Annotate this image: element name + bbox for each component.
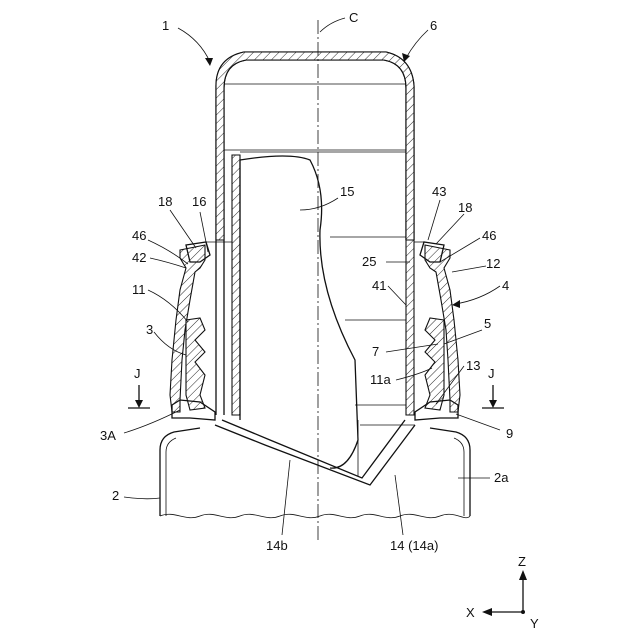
reference-labels: 1 C 6 15 18 16 46 42 11 3 J 3A 2 14b 14 … bbox=[100, 10, 513, 553]
section-marker-left bbox=[128, 385, 150, 408]
label-2: 2 bbox=[112, 488, 119, 503]
label-11: 11 bbox=[132, 282, 146, 297]
label-16: 16 bbox=[192, 194, 206, 209]
axis-indicator: Z X Y bbox=[466, 554, 539, 631]
label-J-right: J bbox=[488, 366, 495, 381]
label-41: 41 bbox=[372, 278, 386, 293]
label-46-right: 46 bbox=[482, 228, 496, 243]
label-3A: 3A bbox=[100, 428, 116, 443]
label-15: 15 bbox=[340, 184, 354, 199]
label-3: 3 bbox=[146, 322, 153, 337]
piercing-member bbox=[215, 156, 415, 485]
label-12: 12 bbox=[486, 256, 500, 271]
label-18-left: 18 bbox=[158, 194, 172, 209]
axis-y-label: Y bbox=[530, 616, 539, 631]
label-14b: 14b bbox=[266, 538, 288, 553]
label-14: 14 (14a) bbox=[390, 538, 438, 553]
axis-x-label: X bbox=[466, 605, 475, 620]
label-7: 7 bbox=[372, 344, 379, 359]
axis-z-label: Z bbox=[518, 554, 526, 569]
label-46-left: 46 bbox=[132, 228, 146, 243]
label-11a: 11a bbox=[370, 372, 391, 387]
left-collar bbox=[170, 242, 232, 420]
section-marker-right bbox=[482, 385, 504, 408]
cap-shell bbox=[216, 52, 414, 415]
label-J-left: J bbox=[134, 366, 141, 381]
label-43: 43 bbox=[432, 184, 446, 199]
label-6: 6 bbox=[430, 18, 437, 33]
label-9: 9 bbox=[506, 426, 513, 441]
label-42: 42 bbox=[132, 250, 146, 265]
label-1: 1 bbox=[162, 18, 169, 33]
label-13: 13 bbox=[466, 358, 480, 373]
label-25: 25 bbox=[362, 254, 376, 269]
label-C: C bbox=[349, 10, 358, 25]
label-5: 5 bbox=[484, 316, 491, 331]
label-2a: 2a bbox=[494, 470, 509, 485]
label-18-right: 18 bbox=[458, 200, 472, 215]
label-4: 4 bbox=[502, 278, 509, 293]
bottle-body bbox=[160, 428, 470, 518]
right-collar bbox=[414, 242, 460, 420]
